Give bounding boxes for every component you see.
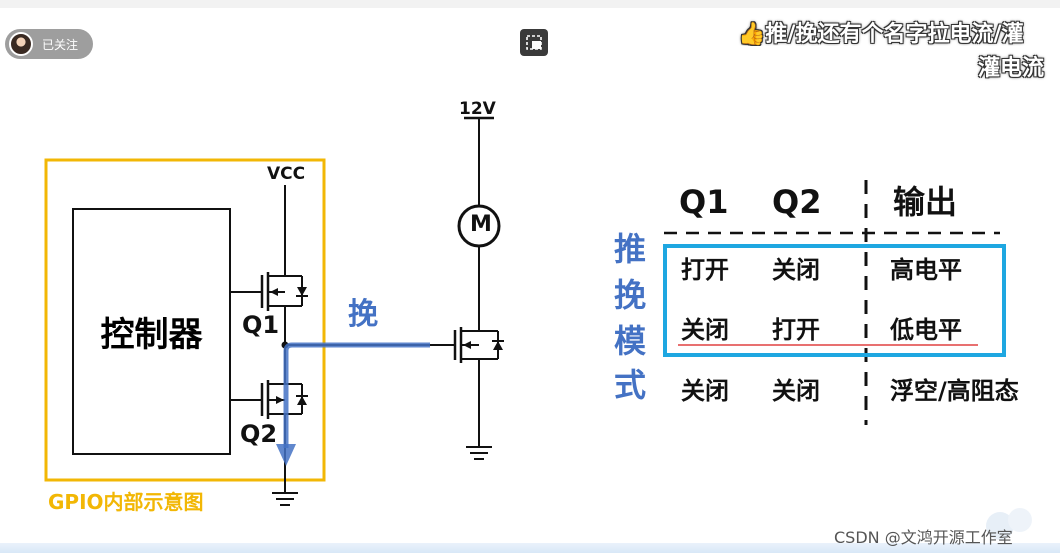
q1-label: Q1: [242, 311, 280, 339]
row3-q1: 关闭: [681, 377, 729, 405]
controller-block: 控制器: [72, 208, 231, 455]
subtitle-strip: [0, 543, 1060, 553]
watermark: CSDN @文鸿开源工作室: [834, 528, 1013, 547]
row2-q2: 打开: [772, 316, 820, 344]
gpio-boundary: [44, 158, 326, 482]
row2-output: 低电平: [890, 316, 962, 344]
row3-output: 浮空/高阻态: [890, 377, 1019, 405]
mode-label-char: 挽: [614, 276, 647, 314]
mode-label-char: 式: [614, 366, 647, 404]
thumbs-up-icon: 👍: [738, 22, 766, 46]
header-q2: Q2: [772, 183, 822, 221]
row2-q1: 关闭: [681, 316, 729, 344]
row1-output: 高电平: [890, 256, 962, 284]
q2-mosfet: [260, 380, 308, 419]
sink-current-arrow: [283, 342, 430, 448]
vcc-label: VCC: [267, 164, 306, 184]
external-mosfet: [453, 327, 504, 363]
gpio-caption: GPIO内部示意图: [48, 490, 204, 514]
mode-label-char: 模: [614, 322, 647, 360]
header-output: 输出: [893, 183, 958, 221]
pull-label: 挽: [348, 297, 378, 332]
decorative-art: [986, 508, 1032, 540]
danmaku-text: 推/挽还有个名字拉电流/灌: [765, 22, 1024, 46]
ground-symbol-left: [272, 492, 298, 506]
supply-label: 12V: [459, 99, 496, 119]
sink-current-arrowhead: [276, 444, 296, 466]
row1-q2: 关闭: [772, 256, 820, 284]
q2-label: Q2: [240, 420, 278, 448]
follow-label: 已关注: [42, 37, 79, 52]
danmaku-comment-2: 灌电流: [977, 56, 1044, 81]
avatar: [9, 32, 33, 56]
row1-q1: 打开: [681, 256, 729, 284]
q1-mosfet: [260, 265, 308, 311]
picture-in-picture-icon[interactable]: [520, 29, 548, 56]
mode-label-char: 推: [614, 230, 647, 268]
push-pull-box: [663, 244, 1006, 357]
danmaku-comment: 👍推/挽还有个名字拉电流/灌: [738, 16, 1060, 46]
ground-symbol-right: [466, 446, 492, 460]
motor-label: M: [470, 212, 492, 237]
header-q1: Q1: [679, 183, 729, 221]
row3-q2: 关闭: [772, 377, 820, 405]
follow-button[interactable]: 已关注: [5, 29, 93, 59]
top-strip: [0, 0, 1060, 8]
